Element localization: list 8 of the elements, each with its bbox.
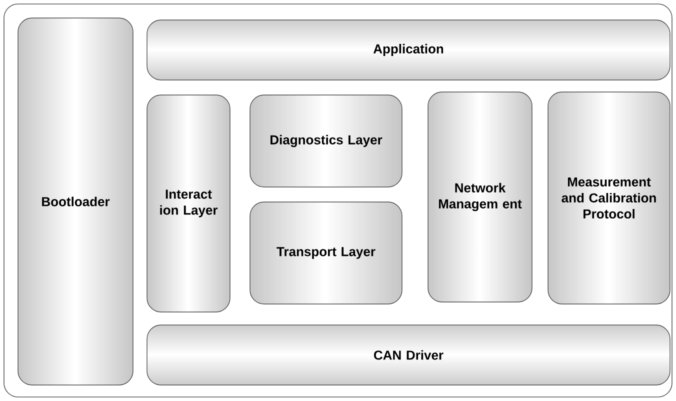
layer-box: CAN Driver <box>146 324 670 386</box>
layer-box: Interact ion Layer <box>146 94 230 312</box>
layer-box: Network Managem ent <box>428 92 532 302</box>
layer-box: Diagnostics Layer <box>250 94 402 188</box>
layer-box: Bootloader <box>18 18 134 386</box>
layer-box: Transport Layer <box>250 202 402 304</box>
layer-box: Application <box>146 20 670 80</box>
layer-box: Measurement and Calibration Protocol <box>548 92 670 304</box>
